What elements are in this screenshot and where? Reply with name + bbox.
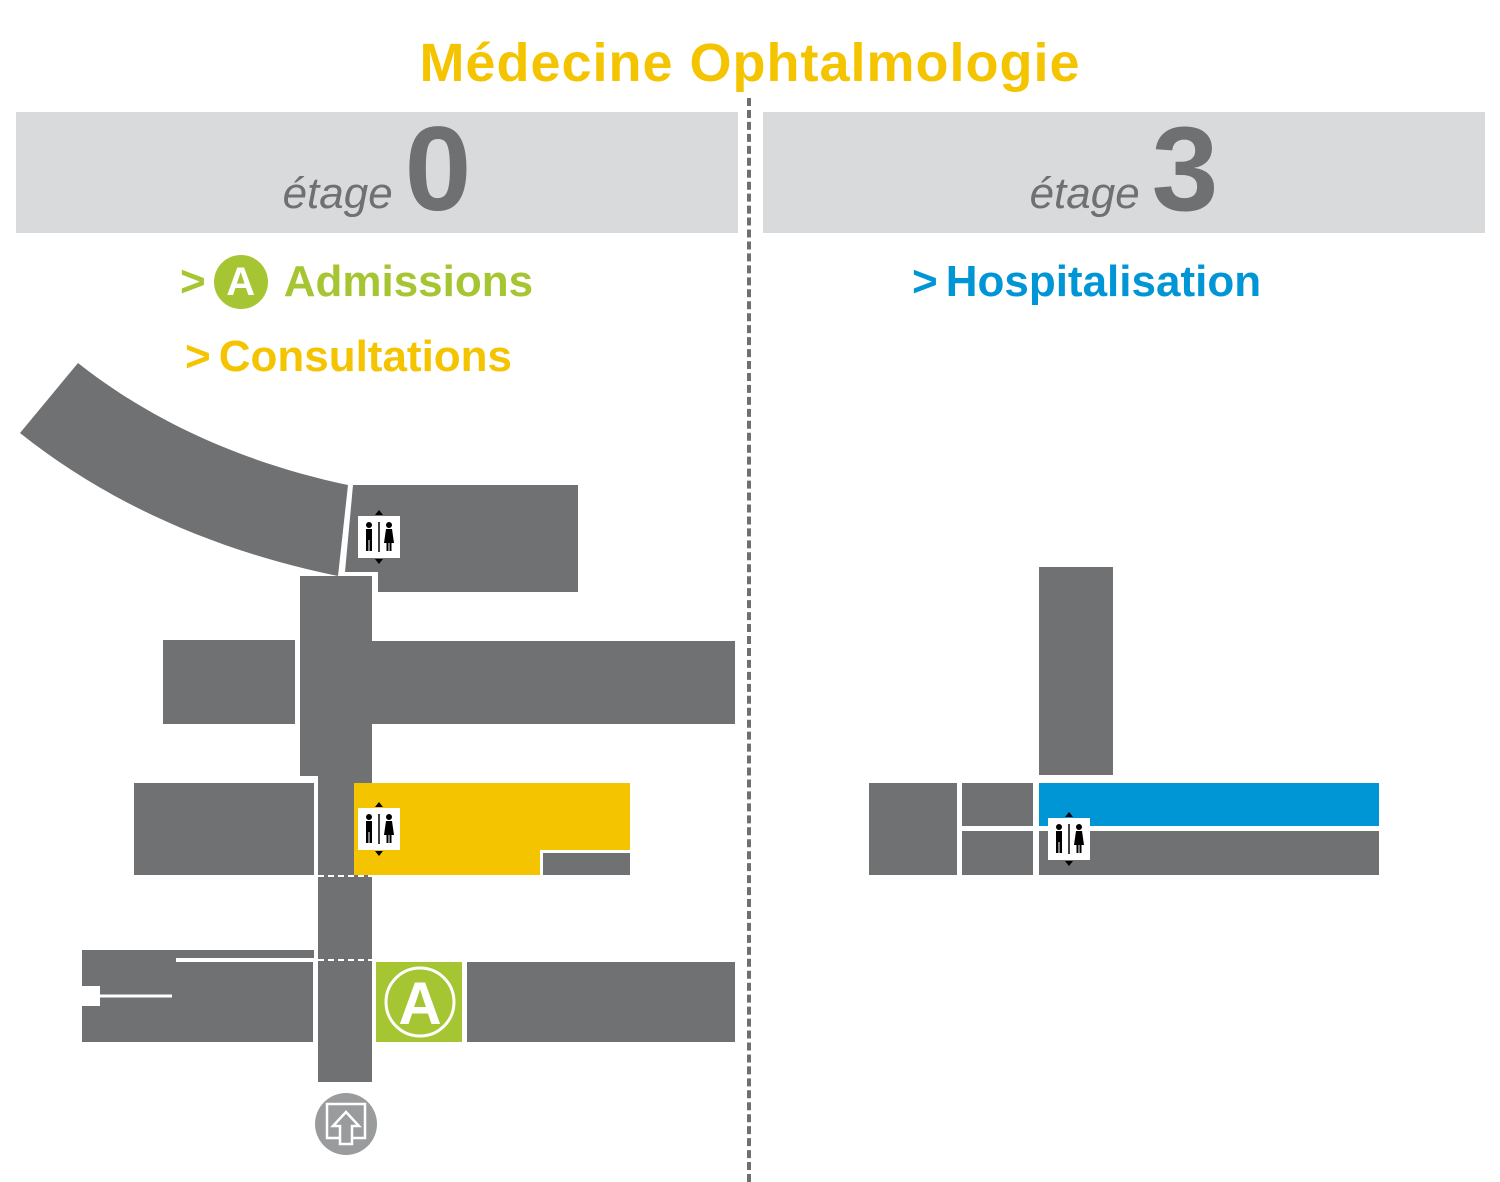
arrow-glyph: >	[912, 257, 938, 306]
building-block-mid-top	[962, 783, 1033, 826]
service-hospitalisation-label: Hospitalisation	[945, 257, 1262, 306]
admissions-badge-icon: A	[213, 255, 268, 309]
elevator-restroom-icon	[357, 509, 401, 565]
floor-3-label: étage 3	[763, 102, 1485, 236]
building-block-bottom-middle	[176, 962, 313, 1042]
building-block-right-2	[467, 962, 735, 1042]
floor-3-word: étage	[1029, 169, 1140, 218]
admissions-marker-letter: A	[398, 970, 441, 1037]
service-hospitalisation[interactable]: >Hospitalisation	[912, 257, 1261, 307]
floor-0-number: 0	[404, 102, 472, 236]
building-block-right-1	[354, 641, 735, 724]
arrow-glyph: >	[180, 257, 206, 306]
floor-3-banner	[763, 112, 1485, 233]
service-admissions[interactable]: > A Admissions	[180, 255, 533, 309]
service-admissions-label: Admissions	[283, 257, 534, 306]
floor-0-label: étage 0	[16, 102, 738, 236]
elevator-restroom-icon	[1047, 811, 1091, 867]
building-block-annex	[542, 853, 630, 875]
building-curved-wing	[20, 363, 348, 576]
floor-0-plan: A	[20, 363, 735, 1155]
arrow-glyph: >	[185, 332, 211, 381]
floor-divider	[747, 98, 751, 1182]
building-block-left-2	[134, 783, 314, 875]
page-title: Médecine Ophtalmologie	[419, 33, 1081, 93]
admissions-marker-icon: A	[376, 962, 462, 1042]
building-block-upper	[345, 485, 578, 592]
building-block-west	[869, 783, 957, 875]
building-block-mid-bottom	[962, 831, 1033, 875]
elevator-restroom-icon	[357, 801, 401, 857]
floor-0-banner	[16, 112, 738, 233]
floor-3-plan	[869, 567, 1379, 875]
building-block-east	[1039, 831, 1379, 875]
floor-0-word: étage	[282, 169, 393, 218]
floor-3-number: 3	[1151, 102, 1219, 236]
hospitalisation-area	[1039, 783, 1379, 826]
building-block-bottom-left	[82, 950, 314, 1042]
building-block-left-1	[163, 640, 295, 724]
building-block-tower	[1039, 567, 1113, 775]
service-consultations-label: Consultations	[218, 332, 513, 381]
service-consultations[interactable]: >Consultations	[185, 332, 512, 382]
entrance-arrow-icon	[315, 1093, 377, 1155]
